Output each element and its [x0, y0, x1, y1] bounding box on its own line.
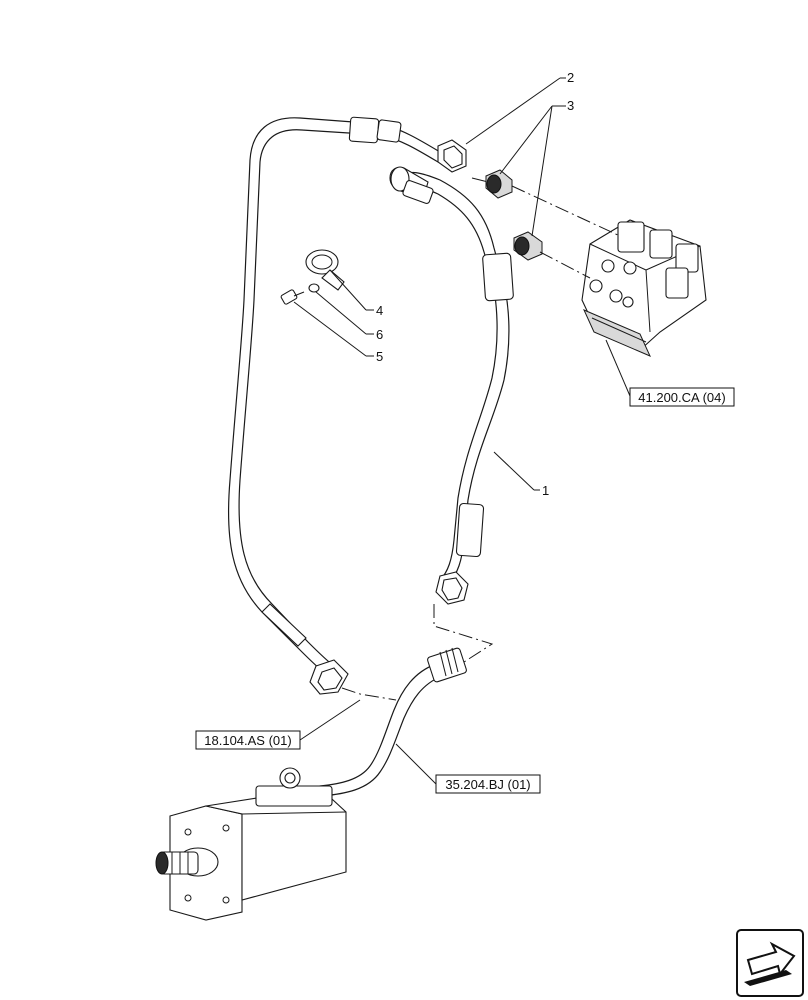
return-hose: [227, 116, 467, 695]
reference-left[interactable]: 18.104.AS (01): [195, 730, 301, 750]
callout-5: 5: [376, 349, 383, 364]
callout-4: 4: [376, 303, 383, 318]
leader-lines: [293, 77, 631, 785]
hydraulic-pump: [155, 767, 347, 921]
pump-pressure-line: [301, 647, 467, 801]
callout-3: 3: [567, 98, 574, 113]
reference-pump-label: 35.204.BJ (01): [445, 777, 530, 792]
reference-left-label: 18.104.AS (01): [204, 733, 291, 748]
pressure-hose: [389, 166, 514, 605]
steering-valve: [581, 219, 707, 357]
callout-labels: 2 3 4 6 5 1: [376, 70, 574, 498]
callout-6: 6: [376, 327, 383, 342]
callout-2: 2: [567, 70, 574, 85]
reference-valve-label: 41.200.CA (04): [638, 390, 725, 405]
reference-pump[interactable]: 35.204.BJ (01): [435, 774, 541, 794]
hose-clamp: [305, 249, 345, 291]
connection-lines: [341, 177, 621, 701]
adapter-fitting-lower: [513, 231, 543, 261]
reference-valve[interactable]: 41.200.CA (04): [629, 387, 735, 407]
washer: [308, 283, 320, 293]
adapter-fitting-upper: [485, 169, 513, 199]
arrow-nav-icon[interactable]: [736, 929, 804, 997]
callout-1: 1: [542, 483, 549, 498]
bolt: [280, 289, 305, 305]
